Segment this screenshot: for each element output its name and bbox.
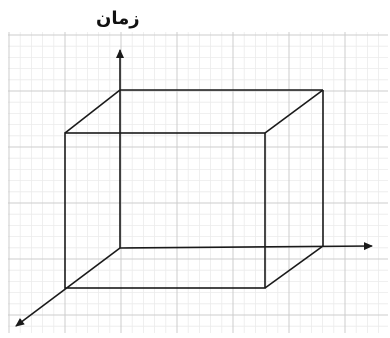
box-front-face [64,132,266,289]
vertical-axis-label: زمان [96,8,140,29]
box-edge-top-right [264,89,324,134]
grid-minor-lines [8,32,388,333]
box-edge-bottom-right [264,245,324,289]
box-edge-top-left [64,89,121,134]
depth-axis-arrow [15,247,121,327]
horizontal-axis-arrow [119,242,373,251]
